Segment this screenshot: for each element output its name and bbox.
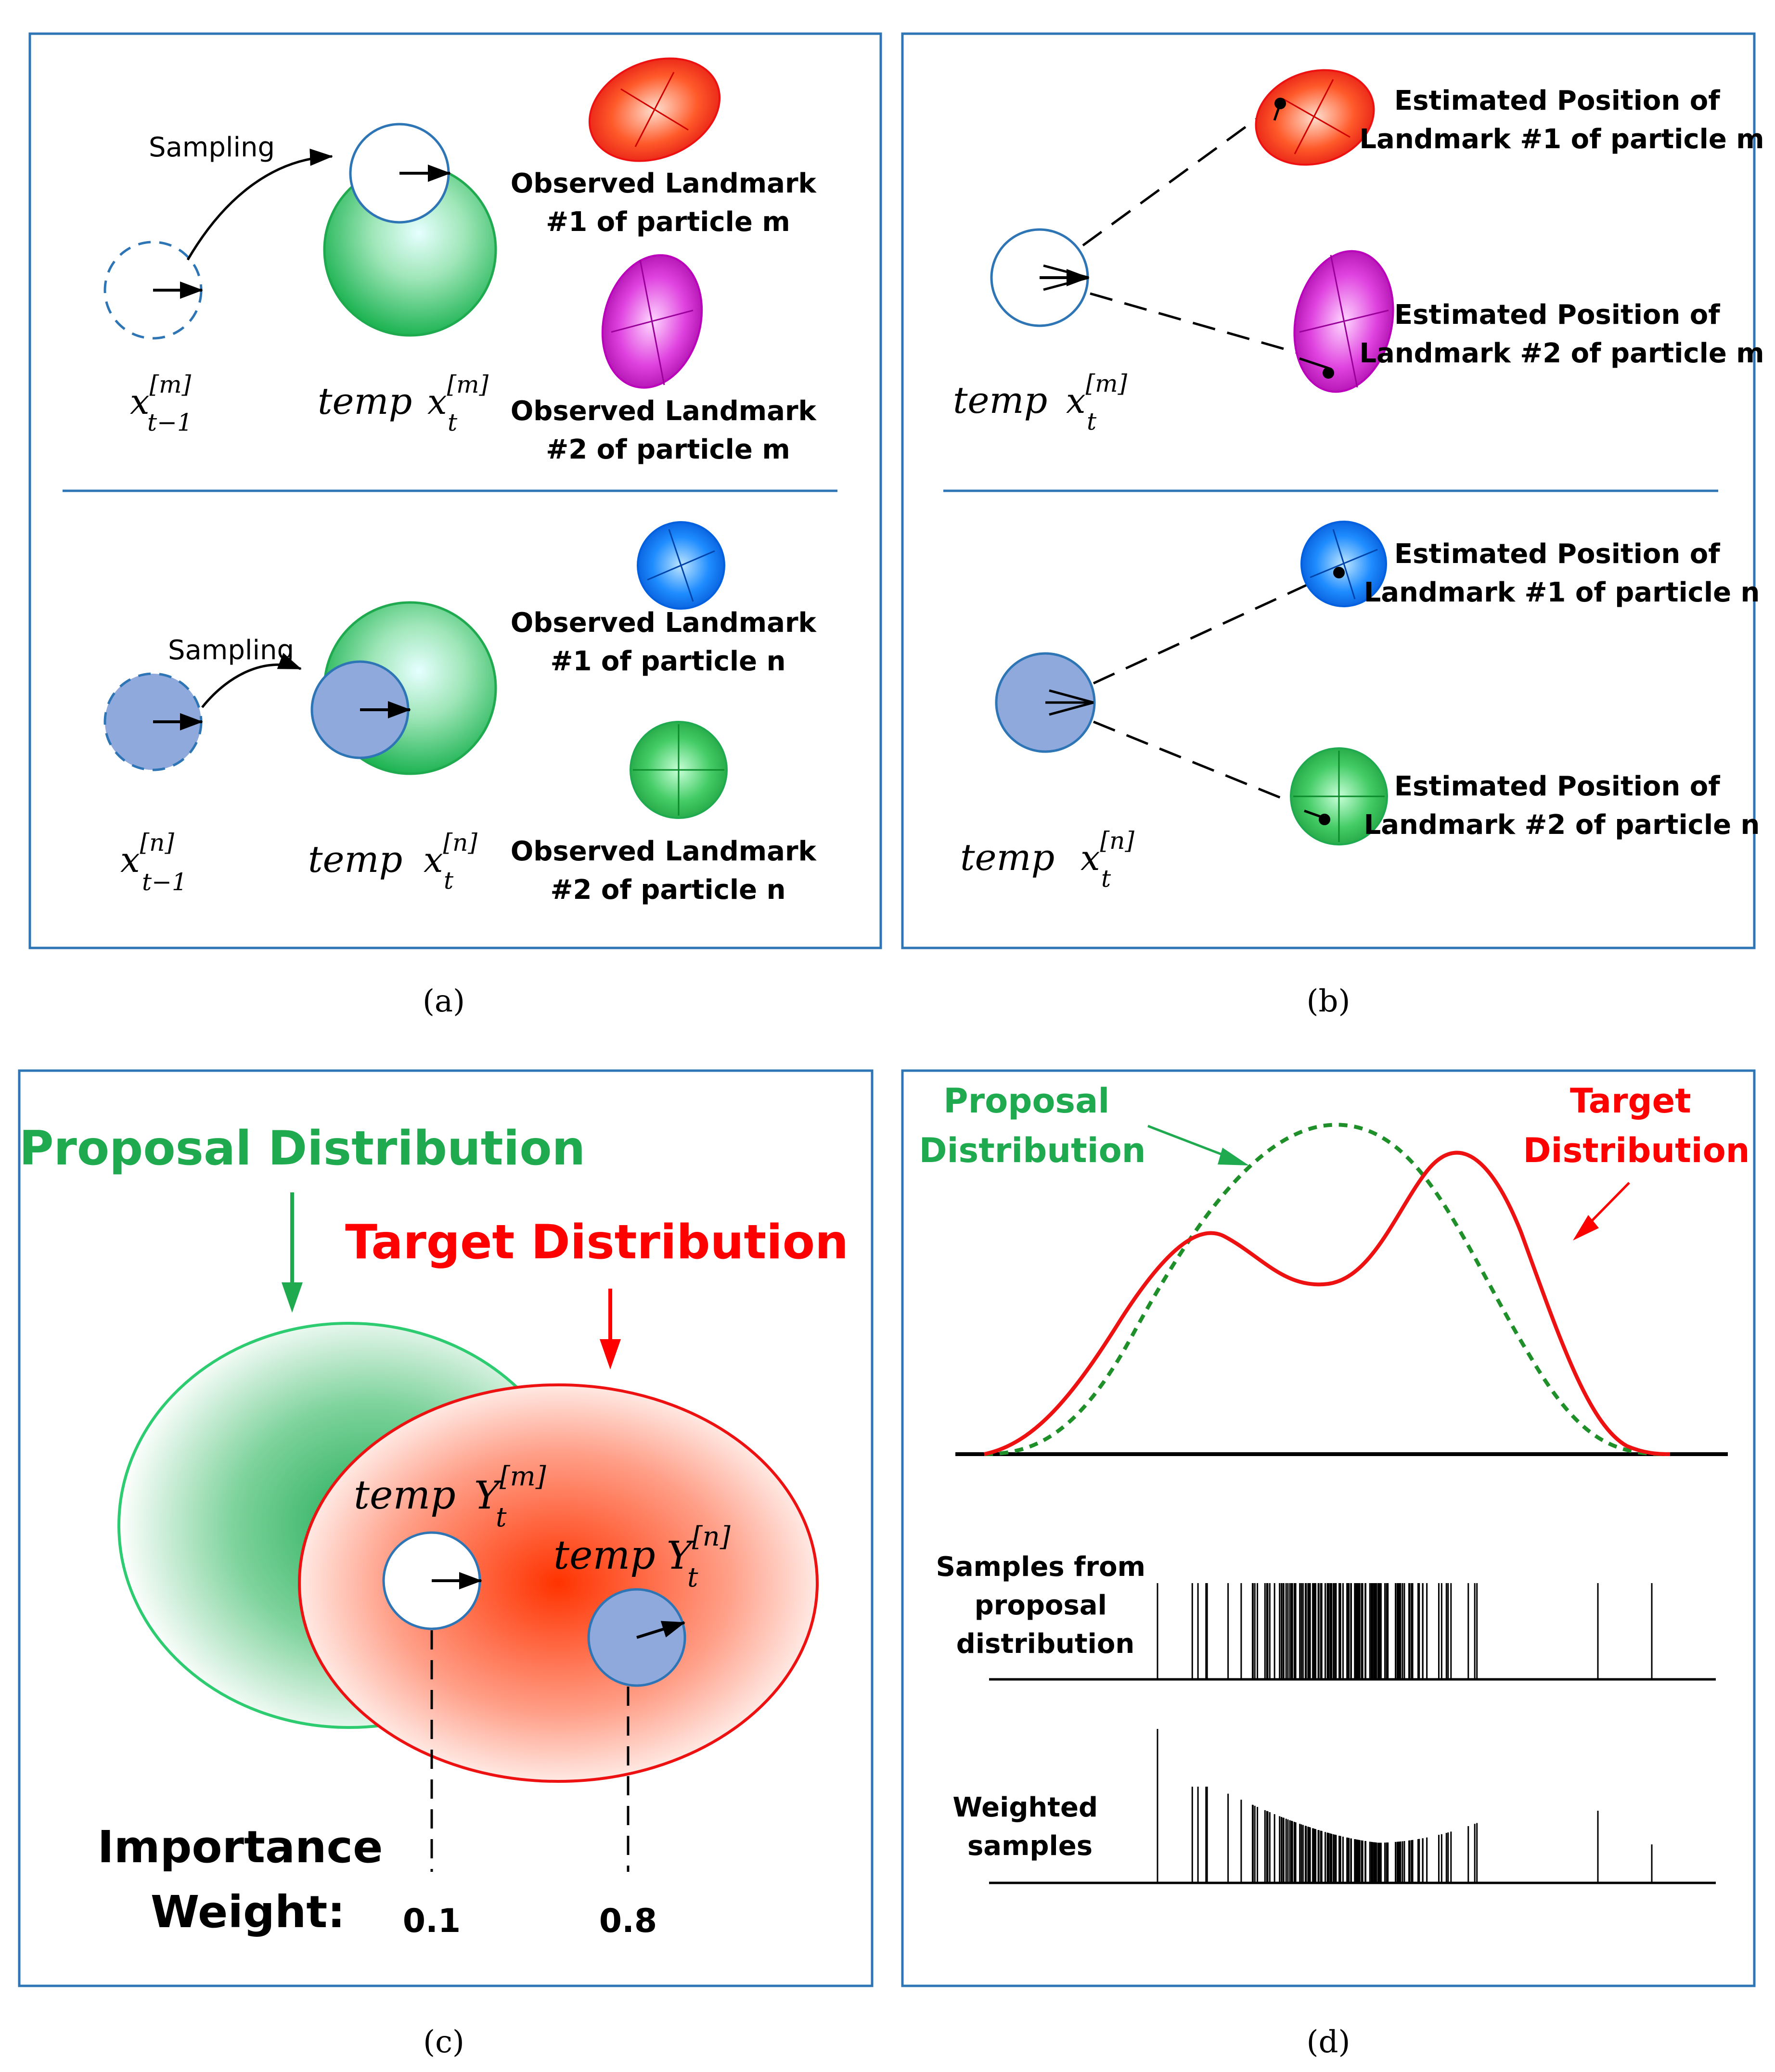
label-temp-ym: temp xyxy=(354,1472,456,1518)
label-x-temp-n: x[n] xyxy=(1080,827,1134,878)
caption-c: (c) xyxy=(423,2024,464,2060)
proposal-distribution-title: Proposal Distribution xyxy=(19,1121,586,1176)
observed-landmark-n2-label: Observed Landmark #2 of particle n xyxy=(511,836,826,906)
landmark-n2-green xyxy=(1290,747,1388,845)
sampling-label: Sampling xyxy=(168,635,294,666)
estimated-position-m1-label: Estimated Position of Landmark #1 of par… xyxy=(1359,85,1764,155)
label-x-prev-m: x[m] xyxy=(130,371,192,422)
label-x-prev-n: x[n] xyxy=(120,829,174,880)
estimated-position-m2-label: Estimated Position of Landmark #2 of par… xyxy=(1359,299,1764,369)
target-arrow-head-icon xyxy=(600,1339,621,1369)
label-x-temp-m: x[m] xyxy=(427,371,489,422)
label-x-temp-n-sub: t xyxy=(1101,865,1111,893)
sampling-arrow-icon xyxy=(186,148,333,261)
label-x-temp-n-sub: t xyxy=(444,867,454,895)
label-y-n-sub: t xyxy=(687,1562,698,1593)
panel-c: Proposal Distribution Target Distributio… xyxy=(18,1069,874,1987)
proposal-distribution-curve xyxy=(984,1123,1666,1456)
proposal-pointer-head-icon xyxy=(1218,1148,1249,1165)
caption-a: (a) xyxy=(423,984,465,1019)
label-temp-n: temp xyxy=(308,838,402,881)
observed-landmark-m1-label: Observed Landmark #1 of particle m xyxy=(511,168,826,238)
label-temp-n: temp xyxy=(960,836,1055,879)
target-distribution-curve xyxy=(984,1151,1671,1456)
target-distribution-region xyxy=(298,1383,819,1783)
weight-value-m: 0.1 xyxy=(403,1902,461,1940)
landmark-m2-magenta xyxy=(601,254,703,389)
weighted-samples-label: Weighted samples xyxy=(952,1792,1107,1862)
dashed-link-m2 xyxy=(1090,292,1326,362)
proposal-samples xyxy=(1157,1583,1653,1679)
landmark-n1-blue xyxy=(1300,521,1387,607)
landmark-m1-red xyxy=(1255,69,1375,166)
panel-a: Sampling x[m] t−1 temp x[m] t Observed L… xyxy=(28,32,882,949)
label-y-m-sub: t xyxy=(496,1502,507,1533)
panel-b: Estimated Position of Landmark #1 of par… xyxy=(901,32,1764,949)
sampling-arrow-icon xyxy=(201,652,302,708)
label-temp-yn: temp xyxy=(553,1533,656,1578)
label-x-prev-n-sub: t−1 xyxy=(142,868,187,896)
heading-arrow-icon xyxy=(1045,689,1094,716)
heading-arrow-icon xyxy=(636,1621,685,1639)
dashed-link-m1 xyxy=(1082,102,1279,247)
landmark-m2-magenta xyxy=(1293,250,1394,393)
landmark-n1-blue xyxy=(637,521,725,610)
label-x-temp-m: x[m] xyxy=(1066,370,1128,421)
dashed-link-n2 xyxy=(1093,720,1319,815)
dashed-link-n1 xyxy=(1093,574,1329,685)
proposal-distribution-label: Proposal Distribution xyxy=(919,1081,1145,1170)
landmark-n2-green xyxy=(630,721,728,819)
target-distribution-title: Target Distribution xyxy=(345,1215,849,1270)
target-pointer-head-icon xyxy=(1573,1215,1599,1241)
caption-d: (d) xyxy=(1307,2024,1351,2060)
landmark-m1-red xyxy=(588,57,721,162)
observed-landmark-n1-label: Observed Landmark #1 of particle n xyxy=(511,607,826,677)
label-temp-m: temp xyxy=(318,380,412,422)
label-y-m: Y[m] xyxy=(474,1461,546,1518)
label-x-temp-m-sub: t xyxy=(1087,408,1097,435)
weight-value-n: 0.8 xyxy=(599,1902,657,1940)
importance-weight-label: Importance Weight: xyxy=(97,1821,398,1938)
panel-d: Proposal Distribution Target Distributio… xyxy=(901,1069,1756,1987)
label-x-prev-m-sub: t−1 xyxy=(147,409,193,436)
weighted-samples xyxy=(1157,1729,1653,1883)
proposal-arrow-head-icon xyxy=(282,1282,303,1313)
label-x-temp-n: x[n] xyxy=(424,829,477,880)
label-y-n: Y[n] xyxy=(667,1521,731,1578)
observed-landmark-m2-label: Observed Landmark #2 of particle m xyxy=(511,396,826,465)
target-distribution-label: Target Distribution xyxy=(1523,1081,1749,1170)
estimated-position-n1-label: Estimated Position of Landmark #1 of par… xyxy=(1364,538,1760,608)
sampling-label: Sampling xyxy=(149,132,275,163)
label-x-temp-m-sub: t xyxy=(448,409,458,436)
estimated-position-n2-label: Estimated Position of Landmark #2 of par… xyxy=(1364,771,1760,841)
caption-b: (b) xyxy=(1307,984,1351,1019)
samples-from-proposal-label: Samples from proposal distribution xyxy=(936,1551,1155,1660)
label-temp-m: temp xyxy=(953,379,1047,422)
